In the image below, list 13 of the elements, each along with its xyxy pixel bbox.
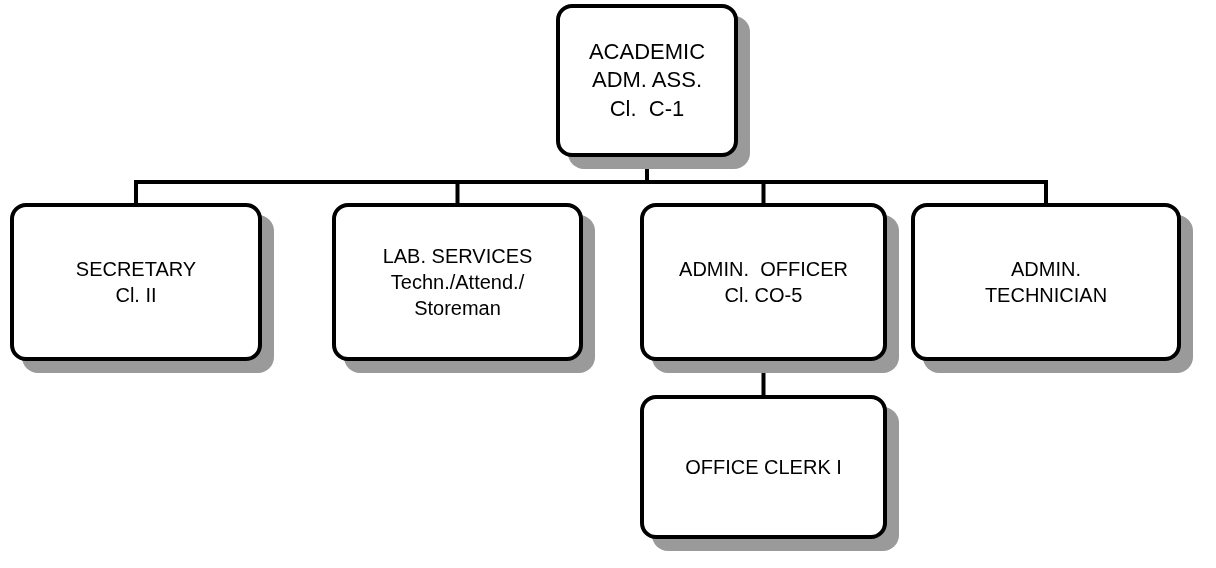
position-title: OFFICE CLERK I	[685, 455, 842, 480]
position-title: LAB. SERVICES	[382, 244, 533, 269]
position-title: Storeman	[414, 296, 501, 321]
position-title: Cl. C-1	[609, 94, 685, 123]
position-title: ACADEMIC	[588, 37, 706, 66]
position-title: Techn./Attend./	[390, 270, 525, 295]
position-title: SECRETARY	[75, 257, 197, 282]
position-title: Cl. II	[115, 283, 157, 308]
position-title: ADM. ASS.	[591, 66, 702, 95]
position-title: TECHNICIAN	[984, 283, 1108, 308]
position-title: Cl. CO-5	[724, 283, 803, 308]
position-title: ADMIN. OFFICER	[679, 257, 848, 282]
position-title: ADMIN.	[1011, 257, 1081, 282]
